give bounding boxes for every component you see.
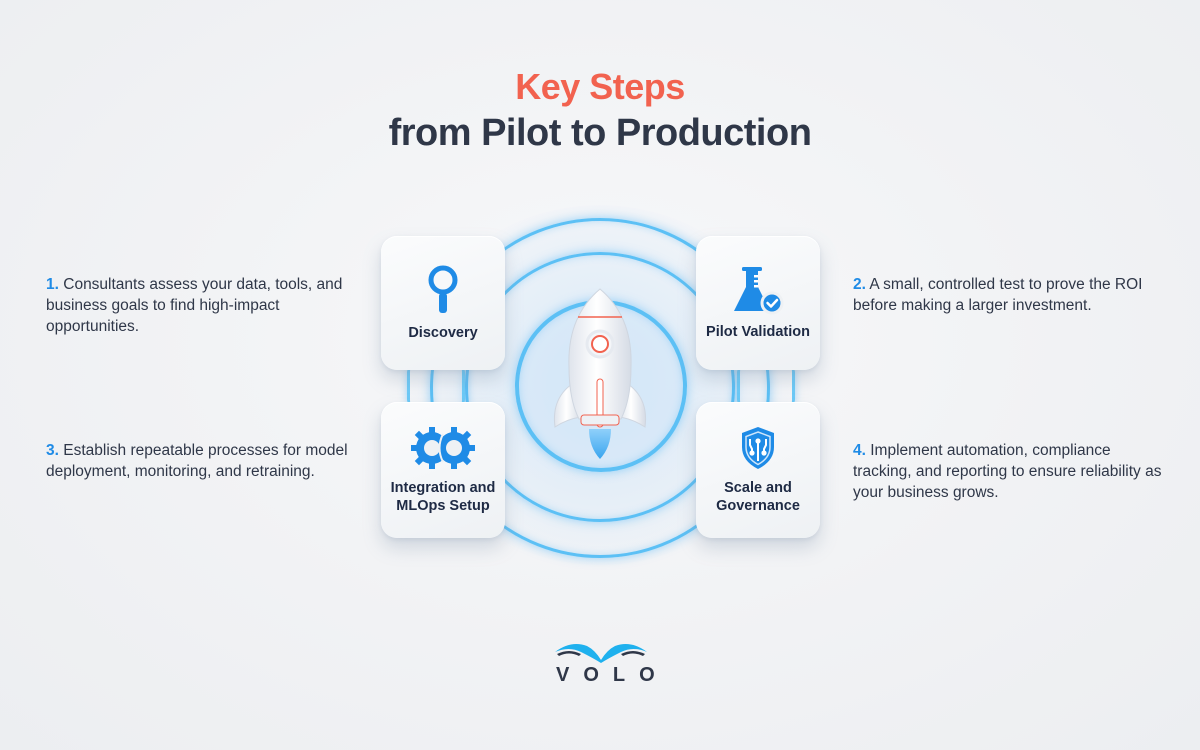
card-label-discovery: Discovery <box>408 325 478 341</box>
outer-ring <box>430 218 770 558</box>
card-scale-governance[interactable]: Scale and Governance <box>696 402 820 538</box>
left-connector <box>407 368 465 404</box>
step-3-description: 3. Establish repeatable processes for mo… <box>46 440 366 482</box>
card-pilot-validation[interactable]: Pilot Validation <box>696 236 820 370</box>
flask-check-icon <box>732 265 784 315</box>
card-label-scale-governance: Scale and Governance <box>716 480 800 514</box>
magnifier-icon <box>426 264 460 316</box>
card-integration-mlops[interactable]: Integration and MLOps Setup <box>381 402 505 538</box>
title-pilot-to-production: from Pilot to Production <box>388 112 812 154</box>
step-1-description: 1. Consultants assess your data, tools, … <box>46 274 366 337</box>
step-3-number: 3. <box>46 442 59 459</box>
middle-ring <box>465 252 735 522</box>
step-3-text: Establish repeatable processes for model… <box>46 442 348 480</box>
brand-name: VOLO <box>556 664 669 686</box>
card-discovery[interactable]: Discovery <box>381 236 505 370</box>
right-connector <box>737 368 795 404</box>
step-2-description: 2. A small, controlled test to prove the… <box>853 274 1173 316</box>
interlocked-gears-icon <box>410 425 476 471</box>
step-1-number: 1. <box>46 276 59 293</box>
circuit-shield-icon <box>739 425 777 471</box>
card-label-pilot-validation: Pilot Validation <box>706 324 810 340</box>
wave-wing-icon <box>555 644 647 663</box>
step-2-number: 2. <box>853 276 866 293</box>
rocket-icon <box>553 288 647 459</box>
step-2-text: A small, controlled test to prove the RO… <box>853 276 1143 314</box>
card-label-integration-mlops: Integration and MLOps Setup <box>390 480 496 514</box>
step-4-description: 4. Implement automation, compliance trac… <box>853 440 1173 503</box>
step-1-text: Consultants assess your data, tools, and… <box>46 276 343 335</box>
step-4-number: 4. <box>853 442 866 459</box>
title-key-steps: Key Steps <box>515 66 685 107</box>
step-4-text: Implement automation, compliance trackin… <box>853 442 1162 501</box>
